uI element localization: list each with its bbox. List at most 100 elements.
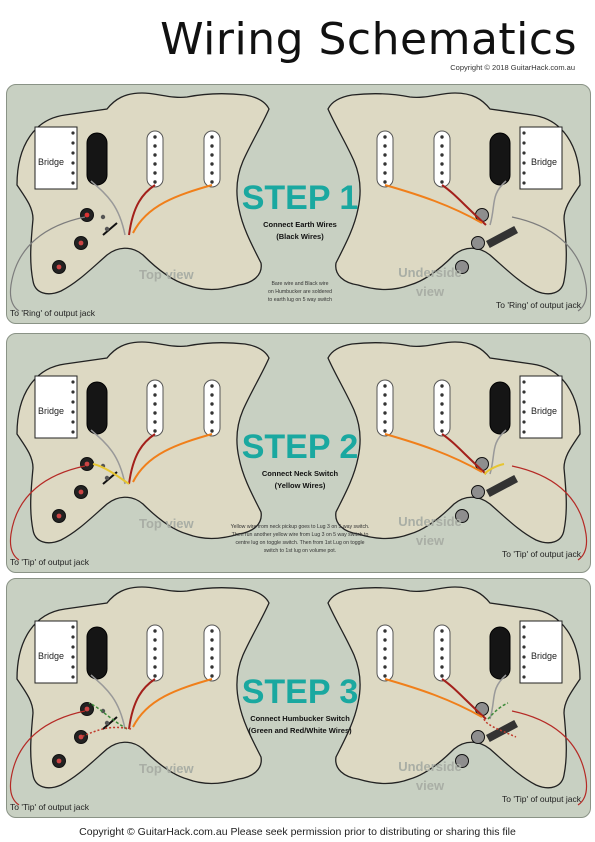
tone-pot-1: [471, 730, 485, 744]
pole-piece: [383, 420, 387, 424]
step-title: STEP 3: [242, 673, 359, 711]
bridge-screw: [71, 635, 75, 639]
five-way-switch: [485, 474, 519, 498]
bridge-screw: [71, 675, 75, 679]
output-jack-wire: [9, 216, 86, 312]
pole-piece: [153, 180, 157, 184]
knob-center: [56, 513, 62, 519]
middle-single-coil: [146, 379, 164, 437]
bare-wire: [90, 429, 126, 485]
bridge-plate: [34, 375, 78, 439]
bridge-screw: [71, 645, 75, 649]
bridge-screw: [522, 645, 526, 649]
bridge-screw: [522, 665, 526, 669]
bridge-plate: [34, 620, 78, 684]
tone-pot-1: [471, 236, 485, 250]
orange-wire: [132, 678, 213, 728]
red-wire: [441, 433, 487, 475]
middle-single-coil: [146, 130, 164, 188]
step-note-line: Yellow wire from neck pickup goes to Lug…: [231, 524, 370, 530]
top-view-label: Top view: [139, 516, 195, 531]
pole-piece: [210, 393, 214, 397]
middle-single-coil: [433, 130, 451, 188]
five-way-switch: [102, 222, 118, 236]
pole-piece: [153, 629, 157, 633]
pole-piece: [210, 647, 214, 651]
jack-label-right: To 'Tip' of output jack: [502, 549, 582, 559]
bridge-plate: [519, 375, 563, 439]
orange-wire: [384, 184, 483, 224]
step-note-line: to earth lug on 5 way switch: [268, 297, 332, 303]
tone-pot-2: [455, 754, 469, 768]
top-view-label: Top view: [139, 267, 195, 282]
bridge-screw: [522, 141, 526, 145]
bridge-screw: [522, 400, 526, 404]
pole-piece: [210, 153, 214, 157]
middle-single-coil: [146, 624, 164, 682]
neck-single-coil: [376, 624, 394, 682]
jack-label-left: To 'Ring' of output jack: [10, 308, 96, 318]
jack-label-right: To 'Tip' of output jack: [502, 794, 582, 804]
top-pickguard: [9, 92, 270, 312]
pole-piece: [383, 171, 387, 175]
bridge-screw: [71, 171, 75, 175]
underside-view-label-2: view: [416, 778, 445, 793]
neck-single-coil: [203, 379, 221, 437]
pole-piece: [153, 153, 157, 157]
yellow-wire: [484, 463, 505, 475]
humbucker-pickup: [489, 132, 511, 186]
bridge-screw: [522, 625, 526, 629]
bare-wire: [489, 674, 507, 720]
pickguard-underside-outline: [327, 586, 581, 789]
pole-piece: [383, 647, 387, 651]
pole-piece: [383, 402, 387, 406]
bridge-plate: [519, 620, 563, 684]
knob-center: [78, 489, 84, 495]
knob-center: [56, 264, 62, 270]
pole-piece: [210, 638, 214, 642]
bridge-screw: [522, 171, 526, 175]
step-subtitle-2: (Green and Red/White Wires): [248, 726, 352, 735]
middle-single-coil: [433, 379, 451, 437]
output-jack-wire: [511, 465, 588, 561]
step-subtitle-2: (Black Wires): [276, 232, 324, 241]
pole-piece: [210, 144, 214, 148]
pole-piece: [440, 162, 444, 166]
pickguard-underside-outline: [327, 92, 581, 295]
output-jack-wire: [9, 710, 86, 806]
pole-piece: [383, 674, 387, 678]
red-wire: [128, 433, 156, 485]
bare-wire: [90, 180, 126, 236]
top-pickguard: [9, 586, 270, 806]
knob-center: [84, 706, 90, 712]
bridge-screw: [71, 390, 75, 394]
pole-piece: [440, 153, 444, 157]
bridge-label-underside: Bridge: [531, 651, 557, 661]
pole-piece: [153, 656, 157, 660]
bare-wire: [489, 180, 507, 226]
humbucker-pickup: [489, 381, 511, 435]
jack-label-left: To 'Tip' of output jack: [10, 802, 90, 812]
pole-piece: [440, 656, 444, 660]
humbucker-pickup: [86, 381, 108, 435]
five-way-switch: [485, 719, 519, 743]
pole-piece: [210, 429, 214, 433]
pole-piece: [440, 429, 444, 433]
top-view-label: Top view: [139, 761, 195, 776]
bridge-plate: [519, 126, 563, 190]
pole-piece: [383, 429, 387, 433]
pole-piece: [383, 135, 387, 139]
knob-center: [78, 240, 84, 246]
red-white-wire: [80, 726, 132, 738]
red-white-wire: [483, 718, 517, 738]
orange-wire: [384, 678, 483, 718]
step-note-line: switch to 1st lug on volume pot.: [264, 548, 336, 554]
bridge-label-underside: Bridge: [531, 406, 557, 416]
toggle-switch-lug: [104, 720, 110, 726]
underside-pickguard: [327, 341, 588, 561]
bridge-screw: [71, 131, 75, 135]
pole-piece: [383, 665, 387, 669]
five-way-switch: [485, 225, 519, 249]
step-subtitle-1: Connect Earth Wires: [263, 220, 337, 229]
bridge-screw: [71, 410, 75, 414]
